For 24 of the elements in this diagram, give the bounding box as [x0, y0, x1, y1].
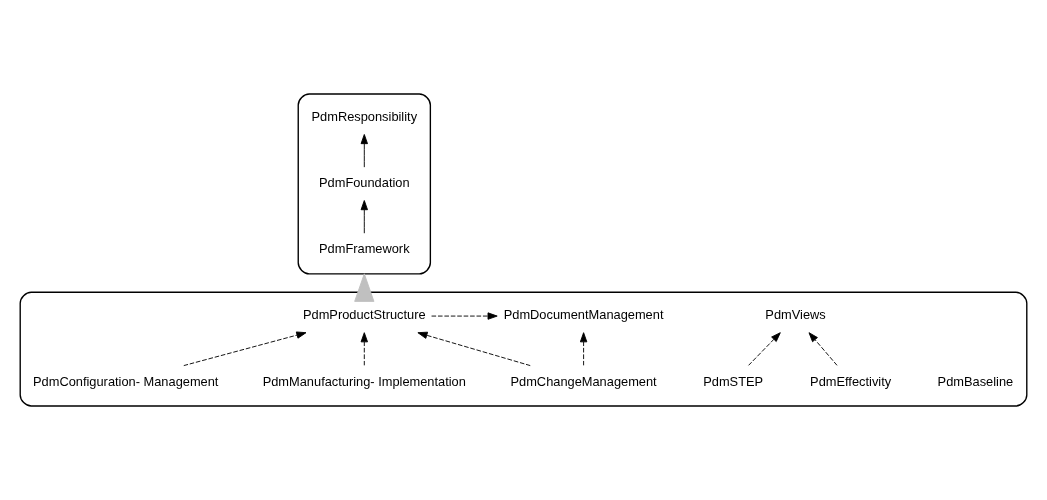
node-text: PdmFramework	[319, 241, 410, 257]
cluster	[19, 291, 1028, 407]
node-text: PdmEffectivity	[810, 373, 892, 389]
arrow	[360, 200, 368, 234]
node-text: PdmDocumentManagement	[503, 307, 664, 323]
cluster	[297, 93, 432, 275]
arrow	[360, 134, 368, 168]
node-text: PdmBaseline	[937, 373, 1014, 389]
arrow	[354, 273, 375, 302]
node-text: PdmProductStructure	[302, 307, 426, 323]
arrow	[183, 331, 307, 367]
arrow	[808, 332, 838, 366]
arrow	[417, 331, 531, 367]
node-text: PdmResponsibility	[311, 109, 418, 125]
node-text: PdmManufacturing- Implementation	[262, 373, 466, 389]
arrow	[431, 312, 498, 320]
node-text: PdmChangeManagement	[510, 373, 657, 389]
node-text: PdmSTEP	[703, 373, 764, 389]
arrow	[360, 332, 368, 366]
node-text: PdmFoundation	[319, 175, 410, 191]
arrow	[748, 332, 781, 366]
node-text: PdmViews	[765, 307, 826, 323]
arrow	[579, 332, 588, 366]
node-text: PdmConfiguration- Management	[33, 373, 219, 389]
